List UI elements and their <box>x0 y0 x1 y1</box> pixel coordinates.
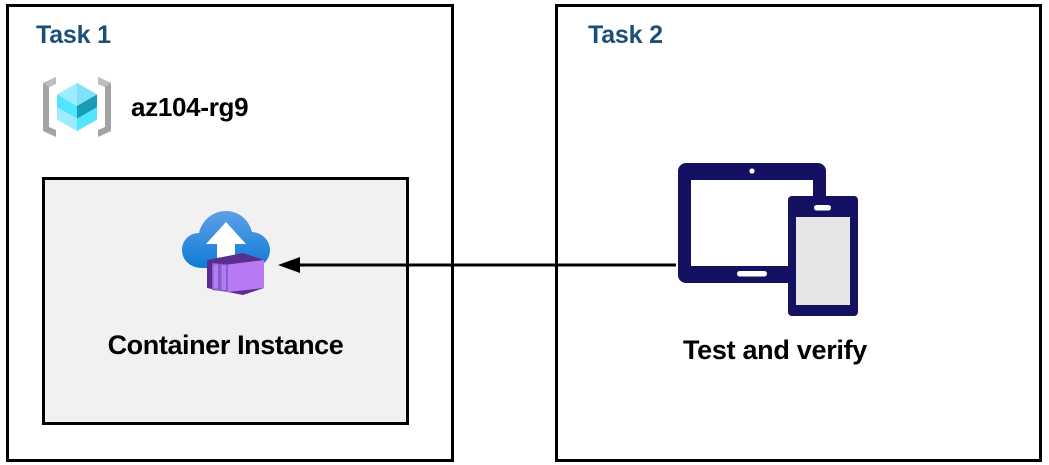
panel-task-1: Task 1 <box>6 4 454 462</box>
container-instance-label: Container Instance <box>107 330 344 360</box>
resource-group-row: az104-rg9 <box>39 69 249 145</box>
devices-label: Test and verify <box>682 335 868 365</box>
resource-group-label: az104-rg9 <box>131 91 249 122</box>
panel-task-1-title: Task 1 <box>36 21 111 49</box>
container-instance-card: Container Instance <box>42 177 409 425</box>
azure-resource-group-icon <box>39 69 115 145</box>
panel-task-2-title: Task 2 <box>588 21 663 49</box>
devices-tablet-phone-icon <box>660 155 890 325</box>
devices-group: Test and verify <box>660 155 890 366</box>
